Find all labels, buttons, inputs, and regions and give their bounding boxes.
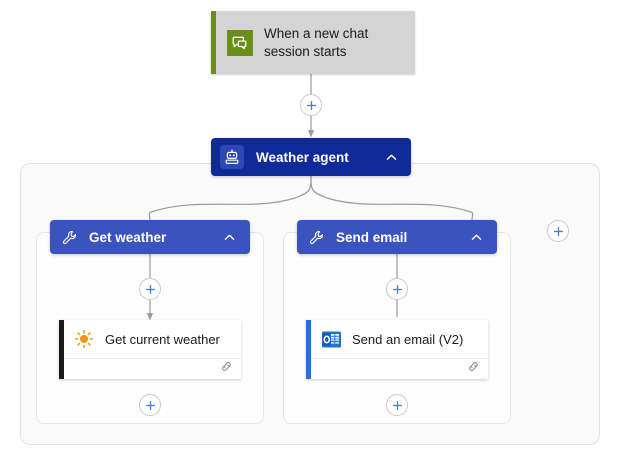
link-icon[interactable] [467, 360, 480, 378]
card-title: Get current weather [105, 331, 220, 347]
add-step-button-send-email-top[interactable] [386, 278, 408, 300]
card-title: Send an email (V2) [352, 331, 464, 347]
trigger-node[interactable]: When a new chat session starts [211, 11, 415, 74]
add-branch-button[interactable] [547, 220, 569, 242]
card-footer [64, 359, 241, 379]
agent-label: Weather agent [256, 149, 349, 165]
tool-label-get-weather: Get weather [89, 229, 167, 245]
chat-bubble-icon [227, 29, 253, 56]
card-body: Get current weather [64, 320, 241, 379]
action-card-send-an-email[interactable]: Send an email (V2) [306, 320, 488, 379]
tool-node-send-email[interactable]: Send email [297, 220, 497, 254]
add-step-button-send-email-bottom[interactable] [386, 394, 408, 416]
tool-label-send-email: Send email [336, 229, 408, 245]
add-step-button-get-weather-top[interactable] [139, 278, 161, 300]
chevron-up-icon[interactable] [219, 227, 239, 247]
add-step-button-after-trigger[interactable] [300, 94, 322, 116]
card-main-row: Get current weather [64, 320, 241, 359]
chevron-up-icon[interactable] [466, 227, 486, 247]
card-accent-bar [59, 320, 64, 379]
trigger-label: When a new chat session starts [264, 25, 369, 59]
card-footer [311, 359, 488, 379]
wrench-icon [309, 230, 324, 245]
trigger-accent-bar [211, 11, 216, 74]
card-accent-bar [306, 320, 311, 379]
tool-node-get-weather[interactable]: Get weather [50, 220, 250, 254]
outlook-icon [320, 328, 342, 350]
card-body: Send an email (V2) [311, 320, 488, 379]
card-main-row: Send an email (V2) [311, 320, 488, 359]
action-card-get-current-weather[interactable]: Get current weather [59, 320, 241, 379]
sun-icon [73, 328, 95, 350]
robot-icon [220, 145, 244, 169]
agent-node[interactable]: Weather agent [211, 138, 411, 176]
link-icon[interactable] [220, 360, 233, 378]
wrench-icon [62, 230, 77, 245]
chevron-up-icon[interactable] [381, 147, 401, 167]
add-step-button-get-weather-bottom[interactable] [139, 394, 161, 416]
